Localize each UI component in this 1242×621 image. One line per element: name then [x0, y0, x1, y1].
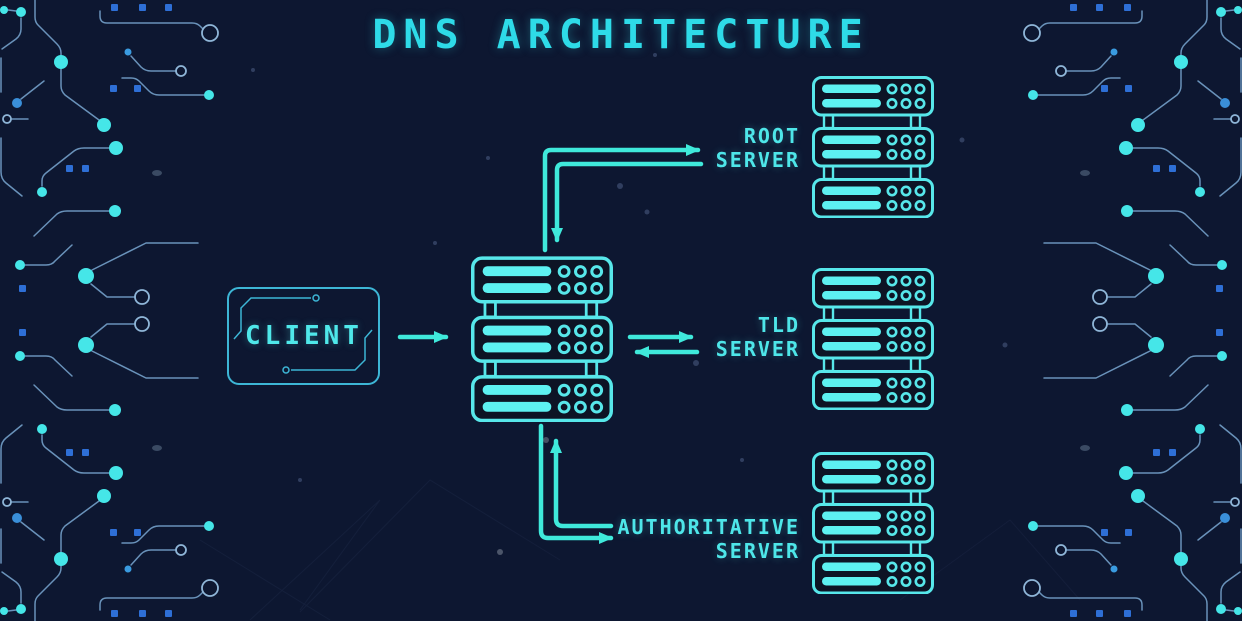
- client-frame-decor-icon: [233, 294, 373, 374]
- root-server-label: ROOT SERVER: [540, 124, 800, 172]
- authoritative-server-label-line1: AUTHORITATIVE: [617, 515, 800, 539]
- arrow-root-to-resolver: [551, 161, 704, 243]
- tld-server-label-line2: SERVER: [715, 337, 800, 361]
- arrow-resolver-to-authoritative: [538, 423, 614, 544]
- root-server-label-line2: SERVER: [715, 148, 800, 172]
- arrow-resolver-to-root: [542, 144, 701, 253]
- tld-server-label-line1: TLD: [757, 313, 800, 337]
- authoritative-server-stack-icon: [812, 452, 934, 594]
- circuit-decoration-bottom-left: [0, 316, 219, 621]
- authoritative-server-label-line2: SERVER: [715, 539, 800, 563]
- authoritative-server-label: AUTHORITATIVE SERVER: [540, 515, 800, 563]
- root-server-stack-icon: [812, 76, 934, 218]
- background-plexus: [199, 479, 1081, 621]
- background-speckles: [251, 53, 1008, 555]
- client-box: [227, 287, 380, 385]
- arrow-authoritative-to-resolver: [550, 438, 614, 529]
- circuit-decoration-bottom-right: [1023, 316, 1242, 621]
- root-server-label-line1: ROOT: [743, 124, 800, 148]
- client-label: CLIENT: [245, 321, 363, 351]
- page-title: DNS ARCHITECTURE: [372, 12, 870, 58]
- tld-server-stack-icon: [812, 268, 934, 410]
- tld-server-label: TLD SERVER: [540, 313, 800, 361]
